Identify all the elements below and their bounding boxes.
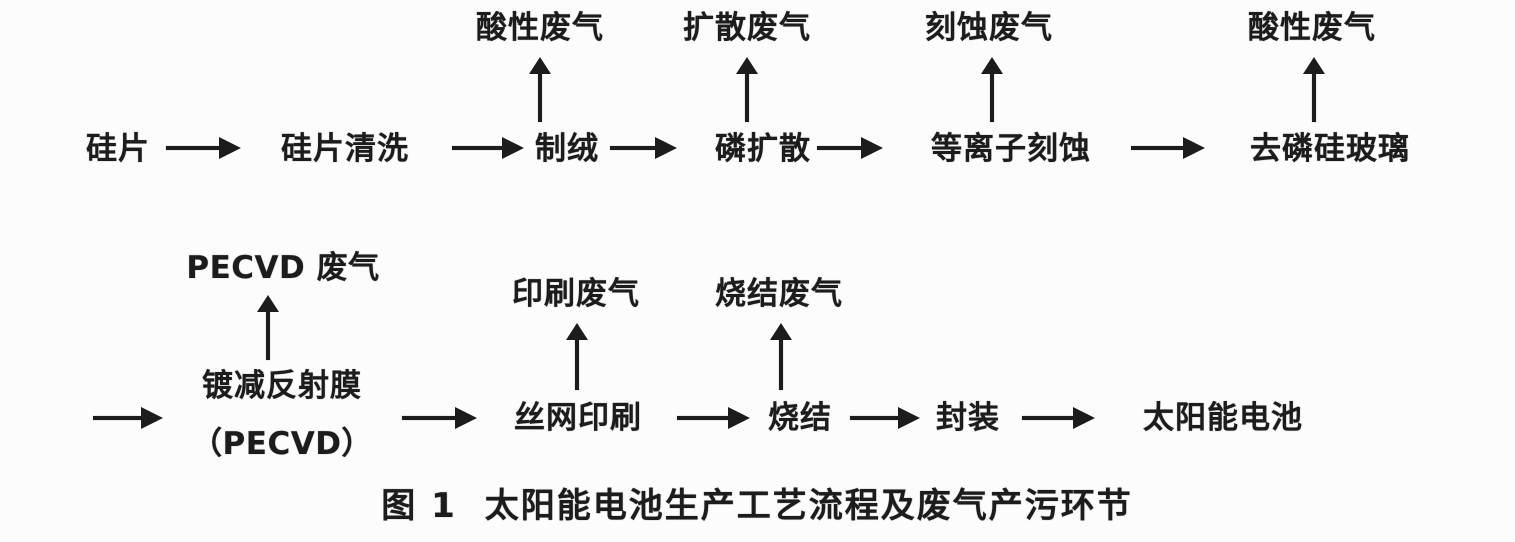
figure-title: 太阳能电池生产工艺流程及废气产污环节: [484, 486, 1133, 526]
process-step-silicon-wafer: 硅片: [86, 131, 150, 167]
process-step-pecvd-coating: 镀减反射膜: [202, 368, 362, 404]
up-arrow-icon: [1312, 74, 1316, 122]
up-arrow-icon: [575, 340, 579, 390]
process-step-wafer-cleaning: 硅片清洗: [281, 131, 409, 167]
right-arrow-icon: [452, 146, 502, 150]
process-step-psg-removal: 去磷硅玻璃: [1250, 131, 1410, 167]
emission-label-diffusion-waste-gas: 扩散废气: [683, 10, 811, 46]
emission-label-acid-waste-gas-1: 酸性废气: [476, 10, 604, 46]
emission-label-acid-waste-gas-2: 酸性废气: [1248, 10, 1376, 46]
process-step-screen-printing: 丝网印刷: [514, 400, 642, 436]
emission-label-printing-waste-gas: 印刷废气: [512, 276, 640, 312]
right-arrow-icon: [1022, 416, 1073, 420]
process-step-texturing: 制绒: [535, 131, 599, 167]
right-arrow-icon: [817, 146, 861, 150]
up-arrow-icon: [266, 312, 270, 360]
right-arrow-icon: [93, 416, 141, 420]
up-arrow-icon: [745, 74, 749, 122]
right-arrow-icon: [166, 146, 219, 150]
right-arrow-icon: [677, 416, 728, 420]
figure-number: 图 1: [381, 486, 457, 526]
emission-label-etching-waste-gas: 刻蚀废气: [925, 10, 1053, 46]
emission-label-sintering-waste-gas: 烧结废气: [715, 276, 843, 312]
process-step-pecvd-coating-sublabel: （PECVD）: [191, 426, 373, 462]
process-step-plasma-etching: 等离子刻蚀: [931, 131, 1091, 167]
process-step-phosphorus-diffusion: 磷扩散: [715, 131, 811, 167]
process-step-sintering: 烧结: [768, 400, 832, 436]
process-step-solar-cell: 太阳能电池: [1143, 400, 1303, 436]
figure-caption: 图 1 太阳能电池生产工艺流程及废气产污环节: [381, 478, 1133, 527]
right-arrow-icon: [610, 146, 655, 150]
right-arrow-icon: [1131, 146, 1183, 150]
up-arrow-icon: [990, 74, 994, 122]
process-step-packaging: 封装: [936, 400, 1000, 436]
up-arrow-icon: [538, 74, 542, 122]
right-arrow-icon: [850, 416, 898, 420]
emission-label-pecvd-waste-gas: PECVD 废气: [186, 250, 380, 286]
up-arrow-icon: [779, 340, 783, 390]
right-arrow-icon: [402, 416, 455, 420]
